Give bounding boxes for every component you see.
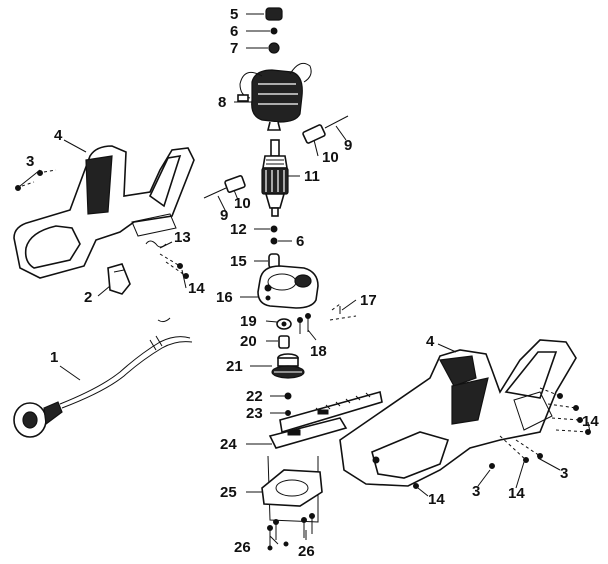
label-part-15: 15 — [230, 253, 247, 270]
label-part-24: 24 — [220, 436, 237, 453]
label-part-9-left: 9 — [220, 207, 228, 224]
brush-holder-part-10-left — [224, 175, 246, 193]
handle-housing-part-4-left — [13, 145, 195, 279]
label-part-10-right: 10 — [322, 149, 339, 166]
label-part-22: 22 — [246, 388, 263, 405]
part-labels: 5 6 7 8 9 10 11 10 9 12 6 15 16 17 18 19… — [26, 6, 599, 560]
label-part-9-right: 9 — [344, 137, 352, 154]
washer-part-20 — [278, 335, 290, 349]
label-part-18: 18 — [310, 343, 327, 360]
label-part-10-left: 10 — [234, 195, 251, 212]
handle-housing-part-4-right — [339, 339, 577, 487]
screw-part-17 — [329, 303, 357, 321]
bearing-part-12 — [270, 225, 278, 233]
label-part-13: 13 — [174, 229, 191, 246]
label-part-4-left: 4 — [54, 127, 63, 144]
blade-part-cutter — [279, 390, 383, 434]
label-part-14-bottom-right: 14 — [508, 485, 525, 502]
label-part-21: 21 — [226, 358, 243, 375]
label-part-2: 2 — [84, 289, 92, 306]
label-part-14-left: 14 — [188, 280, 205, 297]
blade-plate-part-24 — [268, 417, 348, 449]
label-part-6-bottom: 6 — [296, 233, 304, 250]
label-part-3-far-right: 3 — [560, 465, 568, 482]
label-part-20: 20 — [240, 333, 257, 350]
label-part-5: 5 — [230, 6, 238, 23]
label-part-12: 12 — [230, 221, 247, 238]
label-part-6-top: 6 — [230, 23, 238, 40]
washer-part-23 — [285, 410, 291, 416]
label-part-11: 11 — [304, 168, 320, 185]
gear-housing-part-16 — [257, 265, 319, 309]
label-part-26-left: 26 — [234, 539, 251, 556]
brush-holder-part-10-right — [302, 124, 326, 144]
guard-plate-part-25 — [261, 455, 323, 523]
label-part-25: 25 — [220, 484, 237, 501]
leader-lines — [19, 13, 591, 545]
bushing-part-19 — [276, 318, 292, 330]
brush-spring-part-9-right — [324, 115, 349, 129]
label-part-7: 7 — [230, 40, 238, 57]
motor-field-part-8 — [237, 62, 312, 131]
screws-part-14-right — [413, 387, 591, 489]
screws-part-18 — [297, 313, 311, 334]
nut-part-5 — [265, 7, 283, 21]
label-part-17: 17 — [360, 292, 377, 309]
washer-part-6-top — [270, 27, 278, 35]
label-part-14-far-right: 14 — [582, 413, 599, 430]
brush-spring-part-9-left — [203, 187, 227, 199]
washer-part-22 — [284, 392, 292, 400]
label-part-14-bottom-center: 14 — [428, 491, 445, 508]
label-part-16: 16 — [216, 289, 233, 306]
gear-part-21 — [271, 353, 305, 379]
armature-part-11 — [261, 139, 289, 217]
screws-part-26 — [267, 513, 315, 551]
label-part-1: 1 — [50, 349, 58, 366]
switch-part-2 — [107, 263, 131, 295]
screws-part-3-left — [15, 169, 57, 191]
label-part-19: 19 — [240, 313, 257, 330]
label-part-8: 8 — [218, 94, 226, 111]
label-part-3-right: 3 — [472, 483, 480, 500]
label-part-23: 23 — [246, 405, 263, 422]
screws-part-14-left — [159, 253, 189, 279]
power-cord-part-1 — [13, 317, 193, 438]
bearing-part-7 — [268, 42, 280, 54]
washer-part-6-bottom — [270, 237, 278, 245]
label-part-3-left: 3 — [26, 153, 34, 170]
label-part-4-right: 4 — [426, 333, 435, 350]
label-part-26-right: 26 — [298, 543, 315, 560]
